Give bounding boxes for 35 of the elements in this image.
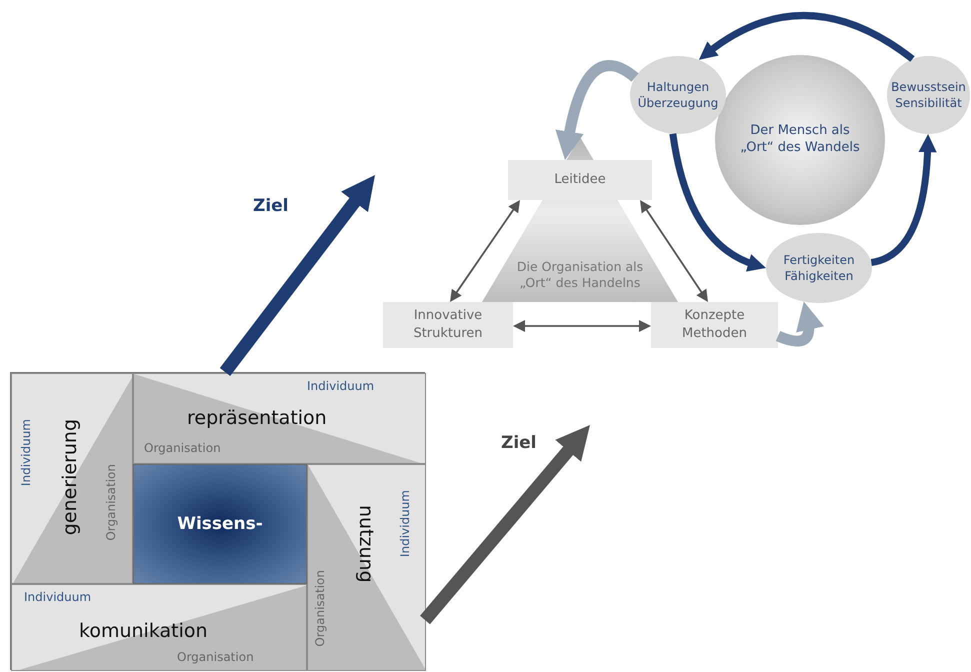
aspect-ellipse: Haltungen Überzeugung bbox=[630, 56, 726, 134]
perspective-label: Individuum bbox=[307, 380, 374, 394]
concept-box: Leitidee bbox=[508, 160, 652, 200]
knowledge-frame bbox=[10, 372, 425, 670]
process-term: nutzung bbox=[354, 505, 376, 583]
curved-arrow bbox=[556, 60, 638, 160]
triangle-caption: Die Organisation als „Ort“ des Handelns bbox=[516, 259, 644, 292]
double-arrow bbox=[450, 200, 520, 302]
process-term: komunikation bbox=[79, 621, 208, 643]
knowledge-panel bbox=[11, 584, 307, 671]
arrow bbox=[220, 175, 375, 376]
curved-arrow bbox=[669, 133, 766, 271]
aspect-ellipse: Bewusstsein Sensibilität bbox=[887, 56, 970, 134]
perspective-label: Organisation bbox=[144, 442, 221, 456]
double-arrow bbox=[640, 200, 708, 302]
aspect-ellipse: Fertigkeiten Fähigkeiten bbox=[766, 233, 872, 303]
double-arrow bbox=[513, 320, 651, 332]
knowledge-core-box: Wissens- bbox=[133, 464, 307, 584]
concept-box: Innovative Strukturen bbox=[383, 302, 513, 348]
concept-box: Konzepte Methoden bbox=[651, 302, 778, 348]
curved-arrow bbox=[698, 12, 914, 62]
knowledge-panel bbox=[133, 373, 426, 464]
perspective-label: Individuum bbox=[399, 490, 413, 558]
curved-arrow bbox=[776, 301, 824, 347]
perspective-label: Individuum bbox=[20, 419, 34, 486]
curved-arrow bbox=[870, 134, 937, 266]
perspective-label: Organisation bbox=[177, 651, 254, 665]
perspective-label: Individuum bbox=[24, 591, 92, 605]
knowledge-panel bbox=[307, 464, 426, 671]
perspective-label: Organisation bbox=[105, 464, 119, 541]
process-term: generierung bbox=[60, 419, 82, 536]
process-term: repräsentation bbox=[187, 408, 327, 430]
perspective-label: Organisation bbox=[314, 570, 328, 647]
knowledge-panel bbox=[11, 373, 133, 584]
arrow bbox=[420, 425, 590, 624]
